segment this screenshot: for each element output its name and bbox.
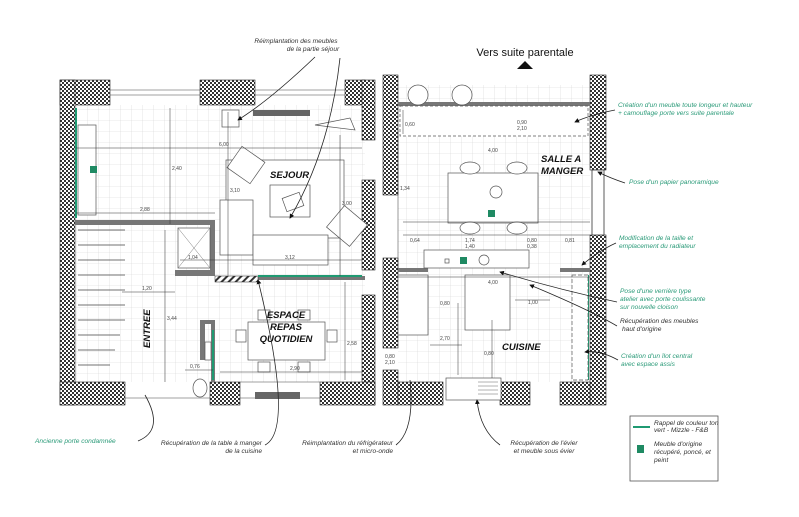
- dim-label: 3,10: [230, 188, 240, 194]
- annotation-text: de la partie séjour: [287, 46, 340, 53]
- salle-a-manger-furniture: [399, 84, 589, 269]
- annotation-text: Récupération des meubles: [620, 318, 699, 325]
- annotation-text: Récupération de la table à manger: [161, 440, 263, 447]
- legend-label: récupéré, poncé, et: [654, 449, 712, 456]
- sejour-furniture: [77, 109, 368, 266]
- repas-furniture: [235, 309, 338, 399]
- legend-label: vert - Mizzle - F&B: [654, 427, 709, 434]
- dim-label: 2,90: [290, 366, 300, 372]
- dim-label: 0,64: [410, 238, 420, 244]
- dim-label: 1,20: [142, 286, 152, 292]
- dim-label: 3,44: [167, 316, 177, 322]
- annotation-meubles-haut: Récupération des meubles haut d'origine: [620, 318, 699, 333]
- room-label-salle-a-manger: MANGER: [541, 166, 583, 177]
- annotation-top-sejour: Réimplantation des meubles de la partie …: [254, 38, 340, 53]
- hatched-partition: [214, 275, 259, 283]
- room-label-espace-repas: REPAS: [270, 322, 303, 333]
- dim-label: 1,40: [465, 244, 475, 250]
- annotation-text: Réimplantation des meubles: [254, 38, 338, 45]
- dimension-labels: 6,00 2,40 3,10 2,88 3,00 3,12 1,04 1,20 …: [140, 120, 575, 372]
- dim-label: 0,80: [385, 354, 395, 360]
- room-label-espace-repas: ESPACE: [267, 310, 306, 321]
- annotation-text: haut d'origine: [622, 326, 662, 333]
- legend: Rappel de couleur ton vert - Mizzle - F&…: [629, 415, 719, 482]
- annotation-text: + camouflage porte vers suite parentale: [618, 110, 734, 117]
- annotation-meuble-toute-longueur: Création d'un meuble toute longeur et ha…: [618, 102, 753, 117]
- left-walls: [59, 79, 376, 406]
- annotation-text: emplacement du radiateur: [619, 243, 696, 250]
- annotation-text: et meuble sous évier: [514, 448, 576, 455]
- dim-label: 1,04: [188, 255, 198, 261]
- dimension-lines: [76, 108, 590, 382]
- dim-label: 1,00: [528, 300, 538, 306]
- room-label-sejour: SEJOUR: [270, 170, 309, 181]
- annotation-table-cuisine: Récupération de la table à manger de la …: [161, 440, 263, 455]
- annotation-papier-panoramique: Pose d'un papier panoramique: [629, 179, 719, 186]
- dim-label: 2,58: [347, 341, 357, 347]
- dim-label: 1,34: [400, 186, 410, 192]
- annotation-text: Réimplantation du réfrigérateur: [302, 440, 394, 447]
- cuisine-furniture: [397, 274, 589, 401]
- dim-label: 0,80: [484, 351, 494, 357]
- annotation-verriere: Pose d'une verrière type atelier avec po…: [620, 288, 706, 311]
- annotation-text: avec espace assis: [621, 361, 676, 368]
- dim-label: 0,38: [527, 244, 537, 250]
- annotation-text: sur nouvelle cloison: [620, 304, 678, 311]
- leader-lines: [137, 56, 626, 446]
- dim-label: 0,80: [527, 238, 537, 244]
- panoramic-window: [591, 169, 605, 236]
- dim-label: 0,60: [405, 122, 415, 128]
- annotation-text: Création d'un meuble toute longeur et ha…: [618, 102, 753, 109]
- annotation-ilot: Création d'un îlot central avec espace a…: [621, 353, 693, 368]
- right-walls: [382, 74, 607, 406]
- annotation-refrigerateur: Réimplantation du réfrigérateur et micro…: [302, 440, 394, 455]
- dim-label: 4,00: [488, 148, 498, 154]
- room-label-entree: ENTREE: [142, 309, 153, 348]
- annotation-text: atelier avec porte coulissante: [620, 296, 706, 303]
- annotation-radiateur: Modification de la taille et emplacement…: [619, 235, 696, 250]
- dim-label: 3,12: [285, 255, 295, 261]
- dim-label: 1,74: [465, 238, 475, 244]
- legend-label: Rappel de couleur ton: [654, 420, 719, 427]
- room-label-espace-repas: QUOTIDIEN: [260, 334, 314, 345]
- room-label-salle-a-manger: SALLE A: [541, 154, 581, 165]
- annotation-text: Pose d'une verrière type: [620, 288, 692, 295]
- annotation-porte-condamnee: Ancienne porte condamnée: [34, 438, 116, 445]
- annotation-text: Création d'un îlot central: [621, 353, 693, 360]
- top-windows: [110, 89, 345, 399]
- entree-furniture: [78, 227, 212, 398]
- dim-label: 2,40: [172, 166, 182, 172]
- dim-label: 2,10: [517, 126, 527, 132]
- legend-label: Meuble d'origine: [654, 441, 703, 448]
- dim-label: 0,81: [565, 238, 575, 244]
- annotation-evier: Récupération de l'évier et meuble sous é…: [510, 440, 578, 455]
- dim-label: 6,00: [219, 142, 229, 148]
- dim-label: 3,00: [342, 201, 352, 207]
- direction-label: Vers suite parentale: [476, 47, 573, 59]
- annotation-text: de la cuisine: [225, 448, 262, 455]
- dim-label: 2,88: [140, 207, 150, 213]
- annotation-text: et micro-onde: [353, 448, 394, 455]
- legend-label: peint: [653, 457, 669, 464]
- north-arrow-icon: [517, 61, 533, 69]
- dim-label: 0,76: [190, 364, 200, 370]
- dim-label: 0,80: [440, 301, 450, 307]
- legend-green-square-swatch: [637, 445, 644, 453]
- annotation-text: Récupération de l'évier: [510, 440, 578, 447]
- dim-label: 2,10: [385, 360, 395, 366]
- original-furniture-markers: [90, 166, 495, 264]
- room-label-cuisine: CUISINE: [502, 342, 541, 353]
- annotation-text: Modification de la taille et: [619, 235, 694, 242]
- dim-label: 2,70: [440, 336, 450, 342]
- dim-label: 4,00: [488, 280, 498, 286]
- dim-label: 0,90: [517, 120, 527, 126]
